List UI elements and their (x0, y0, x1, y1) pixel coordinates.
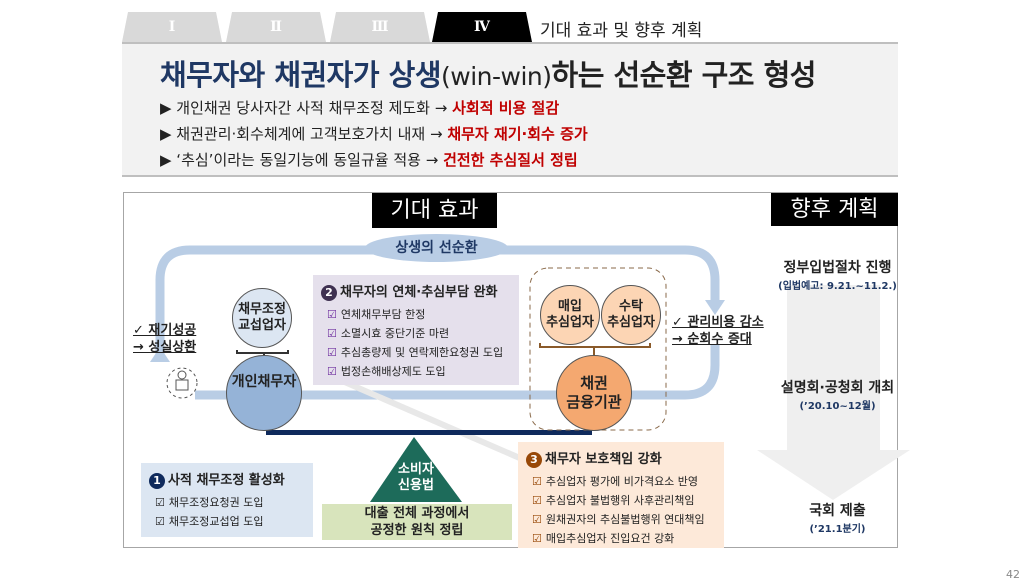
box-title: 채무자 보호책임 강화 (545, 452, 662, 467)
arrow-head (150, 347, 170, 362)
creditor-circle: 채권 금융기관 (556, 355, 632, 431)
bullet-result: 채무자 재기·회수 증가 (447, 125, 588, 143)
plan-step-1-title: 정부입법절차 진행 (783, 260, 892, 276)
bullet-result: 건전한 추심질서 정립 (443, 151, 578, 169)
law-triangle (370, 437, 462, 502)
balance-bar (266, 430, 592, 435)
left-note: ✓ 재기성공 → 성실상환 (133, 322, 196, 356)
checkbox-icon: ☑ (532, 475, 542, 488)
headline-part1: 채무자와 채권자가 상생 (160, 58, 442, 92)
checkbox-icon: ☑ (532, 494, 542, 507)
diagram-frame (123, 192, 898, 548)
tab-4[interactable]: Ⅳ (432, 12, 532, 42)
law-caption: 대출 전체 과정에서 공정한 원칙 정립 (322, 504, 512, 540)
plan-step-1-sub: (입법예고: 9.21.~11.2.) (778, 281, 897, 292)
number-badge: 3 (526, 452, 542, 468)
buyer-collector-circle: 매입 추심업자 (540, 285, 600, 345)
checkbox-icon: ☑ (327, 308, 337, 321)
page-number: 42 (1006, 568, 1020, 581)
checkbox-icon: ☑ (327, 327, 337, 340)
bullet-text: ▶ 채권관리·회수체계에 고객보호가치 내재 → (160, 125, 448, 143)
plan-step-2-sub: (’20.10~12월) (799, 401, 876, 412)
number-badge: 2 (321, 285, 337, 301)
negotiator-circle: 채무조정 교섭업자 (232, 288, 292, 348)
bullet-3: ▶ ‘추심’이라는 동일기능에 동일규율 적용 → 건전한 추심질서 정립 (160, 149, 578, 170)
box-item: 추심업자 불법행위 사후관리책임 (545, 494, 695, 507)
debtor-circle: 개인채무자 (226, 355, 302, 431)
note-line: ✓ 재기성공 (133, 323, 197, 338)
effects-label: 기대 효과 (372, 193, 497, 228)
note-line: → 성실상환 (133, 340, 197, 355)
plan-label: 향후 계획 (771, 193, 898, 226)
headline-part3: 하는 선순환 구조 형성 (551, 58, 817, 92)
box-item: 채무조정요청권 도입 (168, 496, 264, 509)
bullet-result: 사회적 비용 절감 (452, 99, 560, 117)
checkbox-icon: ☑ (327, 346, 337, 359)
person-icon (166, 367, 198, 399)
box-title: 사적 채무조정 활성화 (168, 473, 285, 488)
arrow-head (705, 300, 725, 315)
box-item: 연체채무부담 한정 (340, 308, 426, 321)
plan-step-2-title: 설명회·공청회 개최 (780, 380, 895, 396)
section-title: 기대 효과 및 향후 계획 (540, 21, 703, 41)
right-note: ✓ 관리비용 감소 → 순회수 증대 (672, 314, 764, 348)
collector-group (529, 267, 667, 431)
cycle-bottom-path (195, 345, 720, 400)
plan-step-3-title: 국회 제출 (809, 503, 866, 519)
plan-step-3-sub: (’21.1분기) (809, 524, 866, 535)
box-item: 채무조정교섭업 도입 (168, 515, 264, 528)
number-badge: 1 (149, 473, 165, 489)
checkbox-icon: ☑ (327, 365, 337, 378)
box-item: 추심총량제 및 연락제한요청권 도입 (340, 346, 504, 359)
cycle-label: 상생의 선순환 (365, 234, 508, 262)
checkbox-icon: ☑ (532, 513, 542, 526)
box-item: 매입추심업자 진입요건 강화 (545, 532, 675, 545)
bullet-text: ▶ ‘추심’이라는 동일기능에 동일규율 적용 → (160, 151, 444, 169)
note-line: → 순회수 증대 (672, 332, 752, 347)
box-item: 소멸시효 중단기준 마련 (340, 327, 450, 340)
note-line: ✓ 관리비용 감소 (672, 315, 764, 330)
bullet-2: ▶ 채권관리·회수체계에 고객보호가치 내재 → 채무자 재기·회수 증가 (160, 123, 588, 144)
box-item: 원채권자의 추심불법행위 연대책임 (545, 513, 705, 526)
tab-3[interactable]: Ⅲ (330, 12, 430, 42)
summary-band (122, 42, 898, 177)
box-item: 추심업자 평가에 비가격요소 반영 (545, 475, 699, 488)
checkbox-icon: ☑ (155, 496, 165, 509)
checkbox-icon: ☑ (532, 532, 542, 545)
headline: 채무자와 채권자가 상생(win-win)하는 선순환 구조 형성 (160, 52, 816, 94)
tab-1[interactable]: Ⅰ (122, 12, 222, 42)
timeline-arrow (757, 285, 910, 500)
tab-2[interactable]: Ⅱ (226, 12, 326, 42)
bullet-1: ▶ 개인채권 당사자간 사적 채무조정 제도화 → 사회적 비용 절감 (160, 97, 559, 118)
box-item: 법정손해배상제도 도입 (340, 365, 446, 378)
trustee-collector-circle: 수탁 추심업자 (601, 285, 661, 345)
checkbox-icon: ☑ (155, 515, 165, 528)
box-title: 채무자의 연체·추심부담 완화 (340, 285, 498, 300)
bullet-text: ▶ 개인채권 당사자간 사적 채무조정 제도화 → (160, 99, 453, 117)
headline-part2: (win-win) (441, 62, 552, 91)
law-label: 소비자 신용법 (398, 462, 434, 493)
